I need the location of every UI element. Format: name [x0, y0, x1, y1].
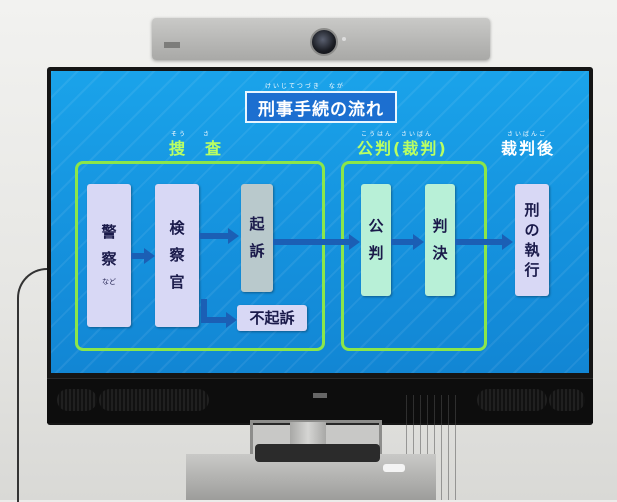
- title-ruby: けいじてつづき なが: [265, 83, 345, 90]
- investigation-group-box: [75, 161, 325, 351]
- node-prosecutor: 検 察 官: [155, 184, 199, 327]
- speaker-grille-left: [99, 389, 209, 411]
- av-device: [255, 444, 380, 462]
- section-label-after-trial: 裁判後: [501, 139, 556, 158]
- power-cable: [17, 268, 59, 502]
- after-trial-ruby: さいばんご: [507, 131, 548, 138]
- node-non-indictment: 不起訴: [237, 305, 307, 331]
- camera-indicator-light: [342, 37, 346, 41]
- section-label-investigation: 捜 査: [169, 139, 224, 158]
- tv-speaker-bar: [47, 378, 593, 423]
- node-public-trial: 公 判: [361, 184, 391, 296]
- device-indicator: [383, 464, 405, 472]
- tv-screen: けいじてつづき なが 刑事手続の流れ そう さ 捜 査 こうはん さいばん 公判…: [51, 71, 589, 373]
- speaker-grille-left-outer: [57, 389, 97, 411]
- node-judgment: 判 決: [425, 184, 455, 296]
- camera-logo: [164, 42, 180, 48]
- node-execution: 刑 の 執 行: [515, 184, 549, 296]
- investigation-ruby: そう さ: [171, 131, 212, 138]
- slide-title: 刑事手続の流れ: [245, 91, 397, 123]
- section-label-trial: 公判(裁判): [357, 139, 448, 158]
- conference-camera: [152, 18, 490, 60]
- camera-lens: [310, 28, 338, 56]
- node-indictment: 起 訴: [241, 184, 273, 292]
- tv-brand-logo: [313, 393, 327, 398]
- speaker-grille-right-outer: [549, 389, 585, 411]
- node-police: 警 察 など: [87, 184, 131, 327]
- trial-ruby: こうはん さいばん: [361, 131, 434, 138]
- trial-group-box: [341, 161, 487, 351]
- speaker-grille-right: [477, 389, 547, 411]
